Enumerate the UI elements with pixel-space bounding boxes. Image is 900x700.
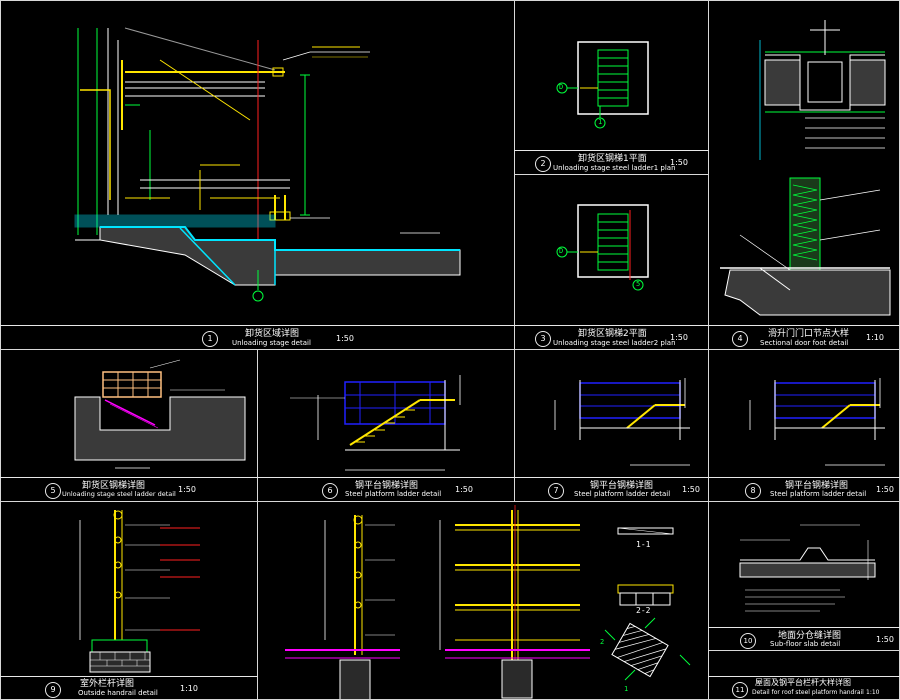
panel-number: 3 xyxy=(535,331,551,347)
panel-frame-9 xyxy=(0,501,258,700)
panel-2-drawing xyxy=(556,41,649,129)
panel-title-en: Unloading stage detail xyxy=(232,339,311,347)
panel-scale: 1:50 xyxy=(876,635,894,644)
panel-4a-drawing xyxy=(759,20,886,160)
panel-scale: 1:50 xyxy=(670,333,688,342)
panel-9-drawing xyxy=(79,510,200,673)
cut-marker-1: 1 xyxy=(624,685,629,693)
panel-3-drawing xyxy=(556,204,649,291)
panel-title-cn: 地面分仓缝详图 xyxy=(778,631,842,641)
panel-frame-4 xyxy=(708,0,900,350)
panel-title-en: Detail for roof steel platform handrail xyxy=(752,689,864,696)
grid-marker-d1: D xyxy=(559,83,564,91)
panel-title-cn: 室外栏杆详图 xyxy=(80,679,135,689)
panel-10-drawing xyxy=(739,524,876,612)
panel-title-cn: 卸货区钢梯2平面 xyxy=(578,329,647,339)
panel-7-drawing xyxy=(554,378,690,466)
panel-title-en: Sub-floor slab detail xyxy=(770,640,841,648)
cut-marker-2: 2 xyxy=(600,638,605,646)
panel-4-drawing xyxy=(720,177,891,316)
panel-6-drawing xyxy=(290,375,461,471)
panel-title-cn: 卸货区钢梯详图 xyxy=(82,481,146,491)
panel-title-en: Unloading stage steel ladder detail xyxy=(62,490,176,498)
panel-title-en: Steel platform ladder detail xyxy=(574,490,671,498)
panel-title-cn: 卸货区域详图 xyxy=(245,329,300,339)
grid-marker-d2: D xyxy=(559,247,564,255)
panel-scale: 1:10 xyxy=(180,684,198,693)
panel-number: 1 xyxy=(202,331,218,347)
panel-number: 6 xyxy=(322,483,338,499)
panel-8-drawing xyxy=(749,378,885,466)
panel-scale: 1:10 xyxy=(866,333,884,342)
panel-11-drawing xyxy=(285,505,691,700)
section-label-2-2: 2-2 xyxy=(636,606,651,615)
panel-scale: 1:50 xyxy=(455,485,473,494)
panel-title-en: Steel platform ladder detail xyxy=(770,490,867,498)
panel-number: 2 xyxy=(535,156,551,172)
panel-title-en: Steel platform ladder detail xyxy=(345,490,442,498)
panel-scale: 1:50 xyxy=(876,485,894,494)
panel-frame-2 xyxy=(514,0,709,175)
panel-scale: 1:50 xyxy=(670,158,688,167)
grid-marker-1: 1 xyxy=(598,118,603,126)
panel-number: 10 xyxy=(740,633,756,649)
panel-title-cn: 钢平台钢梯详图 xyxy=(355,481,419,491)
panel-frame-3 xyxy=(514,174,709,350)
panel-number: 4 xyxy=(732,331,748,347)
panel-title-cn: 钢平台钢梯详图 xyxy=(590,481,654,491)
panel-1-drawing xyxy=(74,27,461,302)
panel-title-cn: 屋面及钢平台栏杆大样详图 xyxy=(755,678,851,687)
panel-frame-1 xyxy=(0,0,515,350)
panel-title-cn: 钢平台钢梯详图 xyxy=(785,481,849,491)
panel-title-cn: 滑升门门口节点大样 xyxy=(768,329,850,339)
panel-title-en: Unloading stage steel ladder2 plan xyxy=(553,339,676,347)
panel-number: 9 xyxy=(45,682,61,698)
panel-title-en: Outside handrail detail xyxy=(78,689,158,697)
section-label-1-1: 1-1 xyxy=(636,540,651,549)
panel-number: 5 xyxy=(45,483,61,499)
panel-frame-11 xyxy=(257,501,709,700)
panel-number: 7 xyxy=(548,483,564,499)
panel-title-cn: 卸货区钢梯1平面 xyxy=(578,154,647,164)
panel-5-drawing xyxy=(74,359,246,469)
panel-scale: 1:50 xyxy=(682,485,700,494)
panel-scale: 1:50 xyxy=(336,334,354,343)
panel-number: 8 xyxy=(745,483,761,499)
panel-scale: 1:10 xyxy=(866,689,880,696)
panel-number: 11 xyxy=(732,682,748,698)
grid-marker-5: 5 xyxy=(636,280,641,288)
panel-title-en: Sectional door foot detail xyxy=(760,339,849,347)
panel-scale: 1:50 xyxy=(178,485,196,494)
panel-title-en: Unloading stage steel ladder1 plan xyxy=(553,164,676,172)
